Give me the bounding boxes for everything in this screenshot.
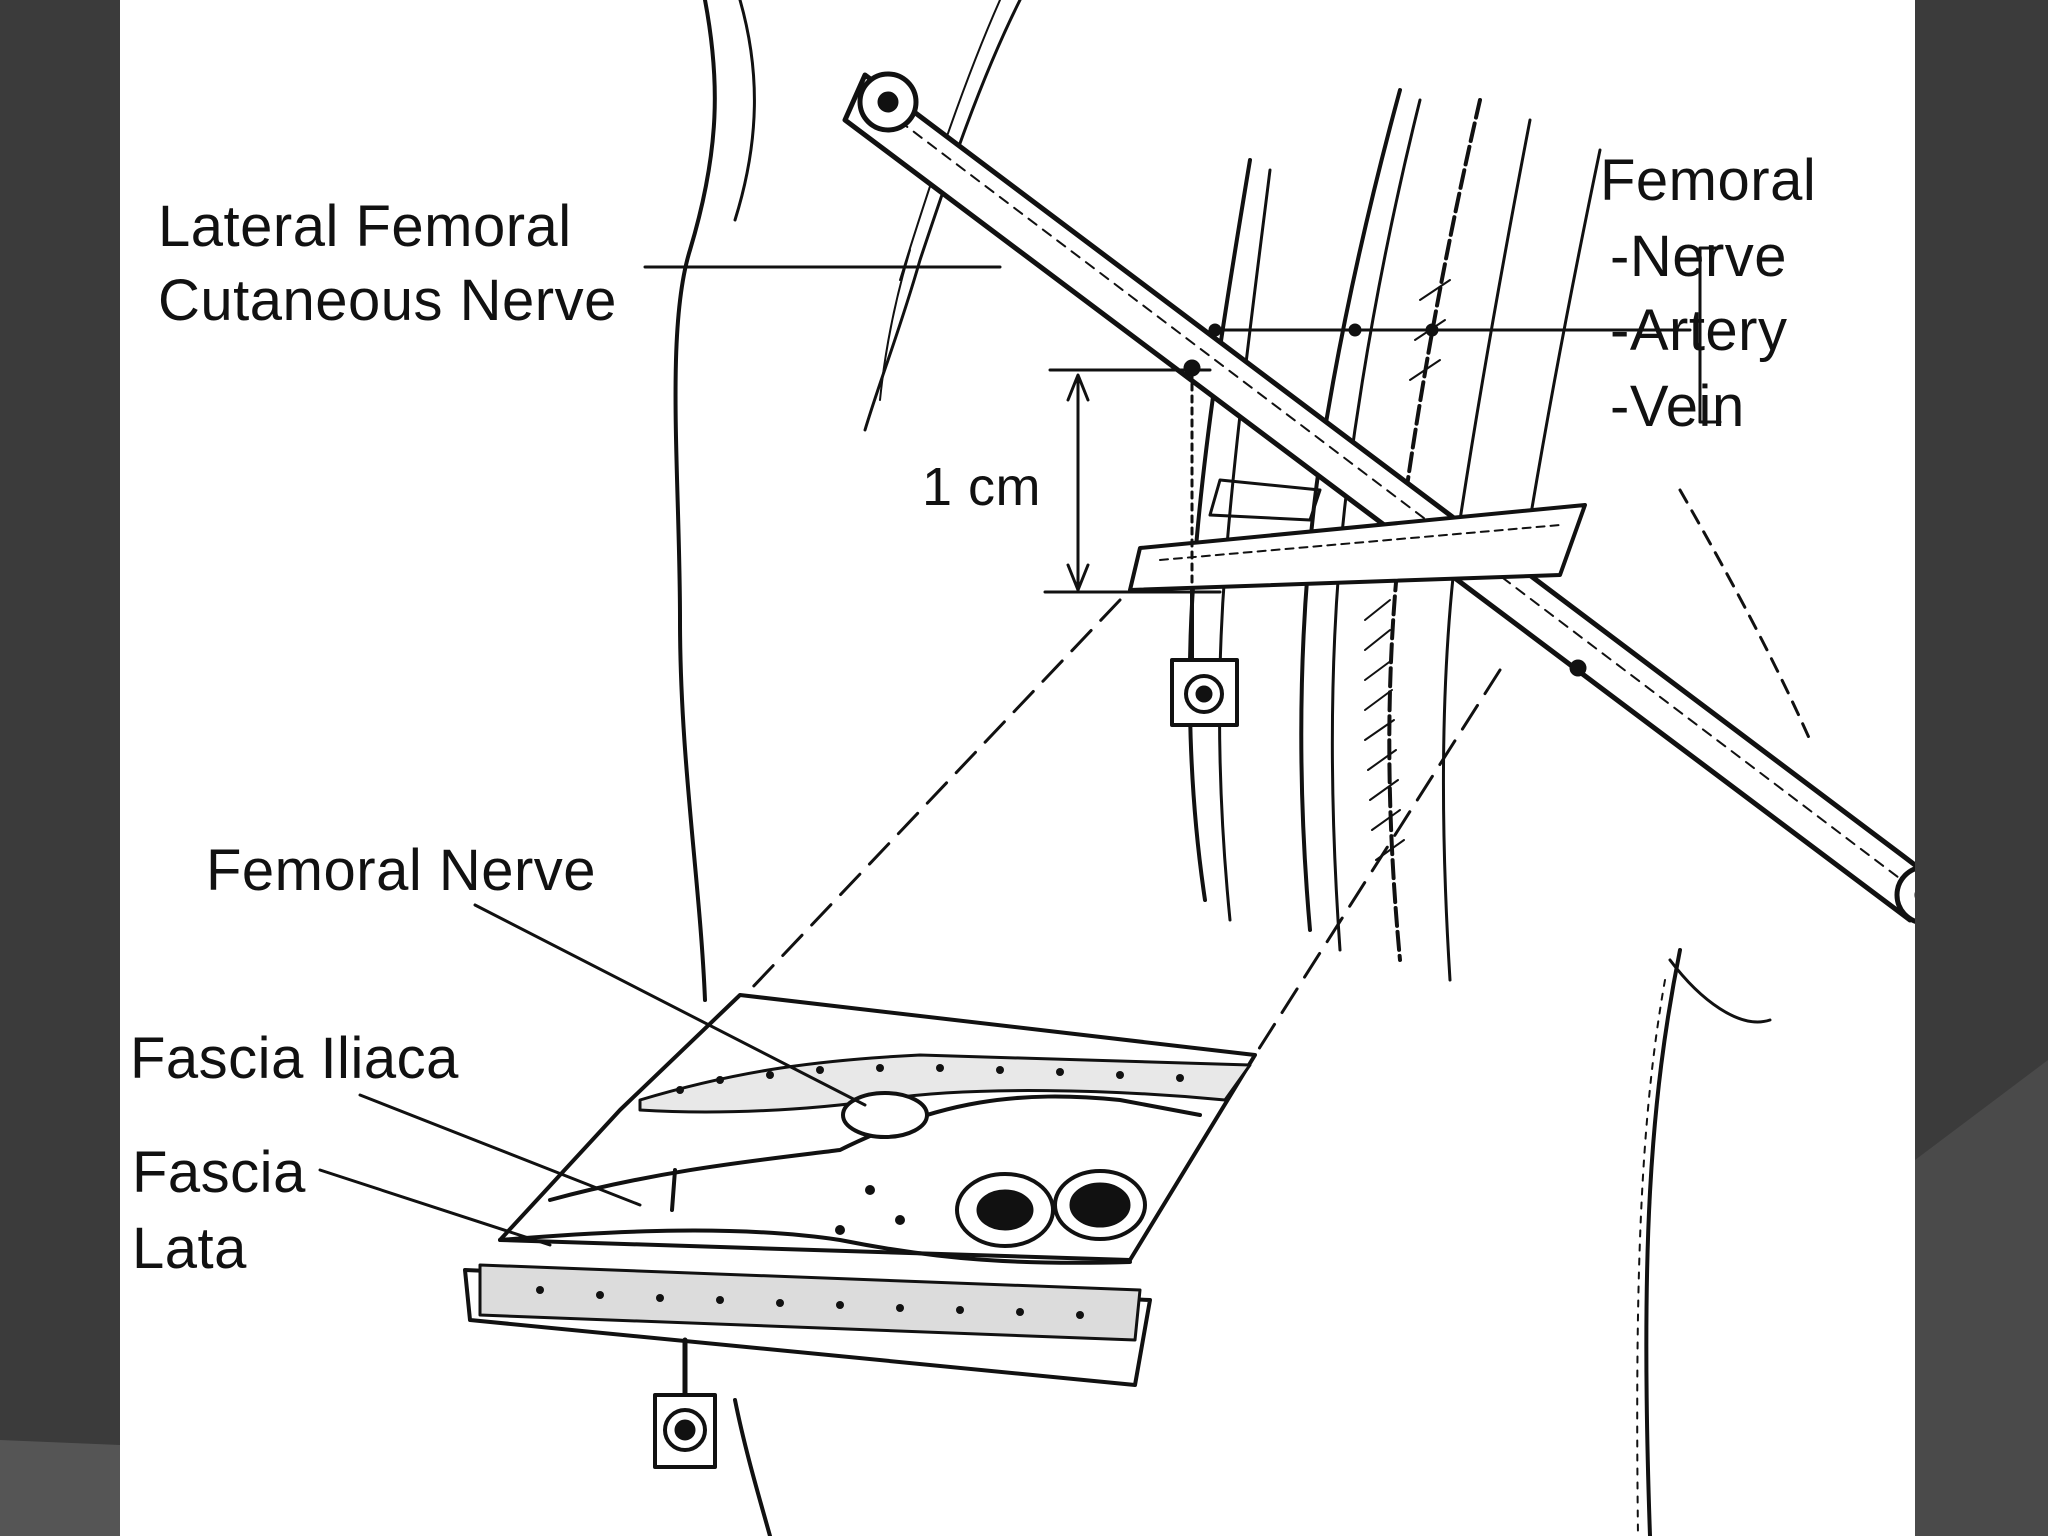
leader-fascia-lata	[320, 1170, 550, 1245]
thigh-medial-lower-outline	[1670, 960, 1770, 1022]
thigh-lower-outline	[735, 1400, 770, 1536]
label-femoral-header: Femoral	[1600, 152, 1816, 210]
label-lateral-femoral: Lateral Femoral	[158, 198, 572, 256]
label-femoral-vein: -Vein	[1610, 378, 1745, 436]
label-fascia-iliaca: Fascia Iliaca	[130, 1030, 459, 1088]
label-cutaneous-nerve: Cutaneous Nerve	[158, 272, 617, 330]
label-fascia: Fascia	[132, 1144, 306, 1202]
scrotum-outline	[1646, 950, 1680, 1536]
label-inset-femoral-nerve: Femoral Nerve	[206, 842, 596, 900]
thigh-lateral-outline-inner	[735, 0, 754, 220]
bar-marker	[1570, 660, 1586, 676]
thigh-lateral-outline	[676, 0, 715, 1000]
label-femoral-nerve: -Nerve	[1610, 228, 1787, 286]
label-distance: 1 cm	[922, 460, 1041, 514]
lfcn-strand	[880, 250, 910, 400]
label-lata: Lata	[132, 1220, 247, 1278]
label-femoral-artery: -Artery	[1610, 302, 1788, 360]
anatomy-figure: Lateral Femoral Cutaneous Nerve Femoral …	[120, 0, 1915, 1536]
